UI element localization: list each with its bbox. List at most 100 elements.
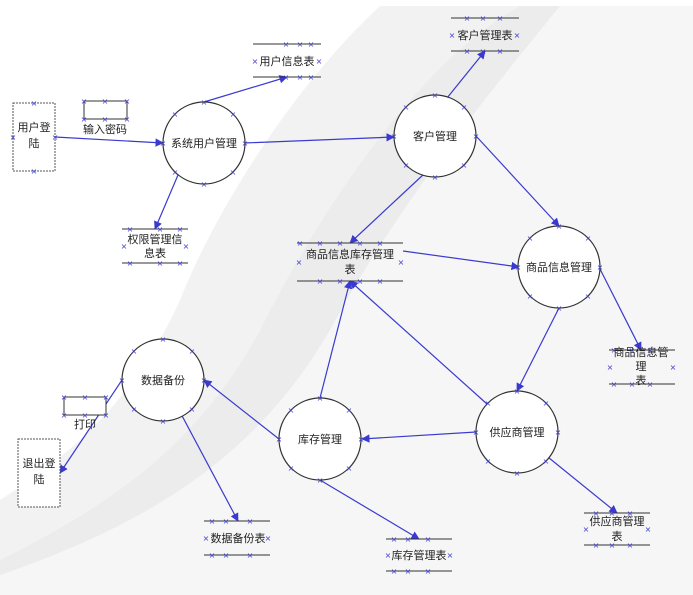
handle-mark: × bbox=[317, 394, 324, 403]
datastore-label: 数据备份表 bbox=[211, 531, 266, 545]
process-sys-user-mgmt[interactable]: 系统用户管理 bbox=[162, 101, 246, 185]
handle-mark: × bbox=[597, 263, 604, 272]
handle-mark: × bbox=[297, 239, 304, 248]
handle-mark: × bbox=[265, 534, 272, 543]
handle-mark: × bbox=[556, 304, 563, 313]
datastore-supplier-table[interactable]: 供应商管理 表 bbox=[584, 512, 650, 546]
handle-mark: × bbox=[527, 234, 534, 243]
handle-mark: × bbox=[527, 292, 534, 301]
handle-mark: × bbox=[82, 411, 89, 420]
datastore-product-info-table[interactable]: 商品信息管 理 表 bbox=[609, 345, 675, 387]
handle-mark: × bbox=[247, 517, 254, 526]
handle-mark: × bbox=[473, 428, 480, 437]
flow-label-text: 打印 bbox=[74, 417, 96, 431]
handle-mark: × bbox=[189, 347, 196, 356]
datastore-product-inventory-table[interactable]: 商品信息库存管理 表 bbox=[297, 242, 403, 282]
handle-mark: × bbox=[201, 98, 208, 107]
handle-mark: × bbox=[223, 551, 230, 560]
datastore-label-line: 商品信息库存管理 bbox=[306, 247, 394, 261]
process-product-info-mgmt[interactable]: 商品信息管理 bbox=[517, 225, 601, 309]
handle-mark: × bbox=[308, 73, 315, 82]
datastore-label: 用户信息表 bbox=[260, 54, 315, 68]
handle-mark: × bbox=[283, 40, 290, 49]
handle-mark: × bbox=[172, 168, 179, 177]
handle-mark: × bbox=[297, 73, 304, 82]
entity-label-line: 用户登 bbox=[18, 120, 51, 134]
handle-mark: × bbox=[317, 476, 324, 485]
handle-mark: × bbox=[201, 180, 208, 189]
flow-arrow bbox=[59, 379, 123, 474]
handle-mark: × bbox=[432, 91, 439, 100]
handle-mark: × bbox=[391, 132, 398, 141]
flow-arrow bbox=[402, 250, 520, 271]
handle-mark: × bbox=[103, 393, 110, 402]
flow-arrow bbox=[446, 50, 486, 99]
datastore-label-line: 表 bbox=[345, 262, 356, 276]
datastore-permission-table[interactable]: 权限管理信 息表 bbox=[122, 228, 188, 264]
process-label: 数据备份 bbox=[141, 373, 185, 387]
entity-user-login[interactable]: 用户登 陆 bbox=[12, 102, 56, 172]
handle-mark: × bbox=[645, 525, 652, 534]
handle-mark: × bbox=[629, 346, 636, 355]
flow-arrow bbox=[319, 280, 353, 399]
handle-mark: × bbox=[102, 97, 109, 106]
handle-mark: × bbox=[288, 406, 295, 415]
process-customer-mgmt[interactable]: 客户管理 bbox=[393, 94, 477, 178]
datastore-label-line: 供应商管理 bbox=[590, 514, 645, 528]
handle-mark: × bbox=[102, 115, 109, 124]
datastore-label-line: 息表 bbox=[144, 246, 166, 260]
handle-mark: × bbox=[308, 40, 315, 49]
handle-mark: × bbox=[61, 393, 68, 402]
handle-mark: × bbox=[81, 115, 88, 124]
handle-mark: × bbox=[358, 435, 365, 444]
handle-mark: × bbox=[189, 405, 196, 414]
handle-mark: × bbox=[288, 464, 295, 473]
handle-mark: × bbox=[172, 110, 179, 119]
entity-label-line: 陆 bbox=[29, 136, 40, 150]
datastore-user-info-table[interactable]: 用户信息表 bbox=[253, 43, 321, 78]
datastore-inventory-table[interactable]: 库存管理表 bbox=[386, 538, 452, 572]
handle-mark: × bbox=[317, 239, 324, 248]
handle-mark: × bbox=[317, 277, 324, 286]
entity-logout[interactable]: 退出登 陆 bbox=[17, 438, 61, 508]
handle-mark: × bbox=[209, 551, 216, 560]
handle-mark: × bbox=[223, 517, 230, 526]
handle-mark: × bbox=[609, 541, 616, 550]
handle-mark: × bbox=[403, 161, 410, 170]
process-data-backup[interactable]: 数据备份 bbox=[121, 338, 205, 422]
handle-mark: × bbox=[61, 411, 68, 420]
process-supplier-mgmt[interactable]: 供应商管理 bbox=[475, 390, 559, 474]
handle-mark: × bbox=[103, 411, 110, 420]
handle-mark: × bbox=[337, 277, 344, 286]
handle-mark: × bbox=[593, 509, 600, 518]
handle-mark: × bbox=[432, 173, 439, 182]
process-inventory-mgmt[interactable]: 库存管理 bbox=[278, 397, 362, 481]
datastore-customer-table[interactable]: 客户管理表 bbox=[451, 17, 519, 52]
handle-mark: × bbox=[403, 103, 410, 112]
datastore-label: 客户管理表 bbox=[458, 28, 513, 42]
handle-mark: × bbox=[31, 99, 38, 108]
handle-mark: × bbox=[405, 535, 412, 544]
handle-mark: × bbox=[242, 139, 249, 148]
handle-mark: × bbox=[157, 259, 164, 268]
handle-mark: × bbox=[131, 347, 138, 356]
handle-mark: × bbox=[398, 258, 405, 267]
handle-mark: × bbox=[543, 457, 550, 466]
handle-mark: × bbox=[160, 335, 167, 344]
handle-mark: × bbox=[485, 457, 492, 466]
handle-mark: × bbox=[585, 292, 592, 301]
handle-mark: × bbox=[177, 259, 184, 268]
handle-mark: × bbox=[391, 567, 398, 576]
flow-arrow bbox=[54, 136, 164, 147]
handle-mark: × bbox=[556, 222, 563, 231]
handle-mark: × bbox=[252, 57, 259, 66]
flow-arrow bbox=[349, 173, 425, 244]
flow-label-text: 输入密码 bbox=[83, 122, 127, 136]
flow-arrow bbox=[203, 379, 280, 440]
datastore-backup-table[interactable]: 数据备份表 bbox=[204, 520, 270, 556]
handle-mark: × bbox=[543, 399, 550, 408]
handle-mark: × bbox=[627, 541, 634, 550]
handle-mark: × bbox=[82, 393, 89, 402]
handle-mark: × bbox=[515, 263, 522, 272]
